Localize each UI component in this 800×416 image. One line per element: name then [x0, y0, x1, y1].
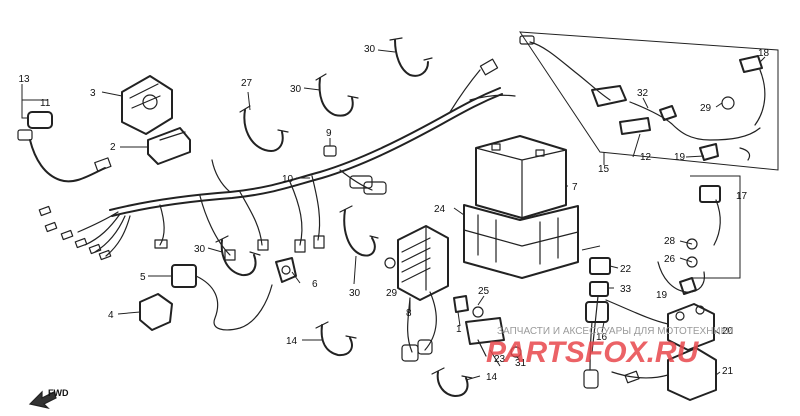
- callout-30-left: 30: [194, 244, 206, 255]
- clamp-30-upper: [315, 73, 359, 117]
- main-wire-harness: [38, 58, 516, 261]
- callout-5: 5: [140, 272, 146, 283]
- callout-7: 7: [572, 182, 578, 193]
- callout-27: 27: [241, 78, 253, 89]
- fwd-arrow-icon: [28, 390, 57, 410]
- left-subharness: [17, 111, 112, 183]
- callout-26: 26: [664, 254, 676, 265]
- callout-1: 1: [456, 324, 462, 335]
- part-31-bolt: [510, 346, 522, 358]
- part-6-cap: [275, 257, 297, 283]
- callout-33: 33: [620, 284, 632, 295]
- callout-2: 2: [110, 142, 116, 153]
- part-17-relay-cable: [686, 175, 741, 279]
- clamp-30-left: [215, 235, 261, 277]
- callout-8: 8: [406, 308, 412, 319]
- callout-labels: 13 11 3 2 30 30 27 9 10 30 30 5 4 6 29 8…: [18, 44, 769, 383]
- callout-25: 25: [478, 286, 490, 297]
- part-24-battery-box: [463, 204, 579, 279]
- watermark-logo: PARTSFOX.RU: [486, 336, 700, 369]
- callout-29-left: 29: [386, 288, 398, 299]
- clamp-30-mid: [339, 205, 379, 257]
- callout-30-top: 30: [364, 44, 376, 55]
- part-9-clip: [323, 145, 337, 157]
- part-33-fuse-holder: [583, 281, 609, 389]
- callout-10: 10: [282, 174, 294, 185]
- callout-18: 18: [758, 48, 770, 59]
- callout-12: 12: [640, 152, 652, 163]
- part-25-bolt: [472, 306, 484, 318]
- callout-13: 13: [18, 74, 30, 85]
- part-7-battery: [475, 135, 567, 219]
- part-1-grommet: [453, 295, 469, 313]
- callout-20: 20: [722, 326, 734, 337]
- callout-24: 24: [434, 204, 446, 215]
- part-8-regulator: [397, 225, 449, 362]
- part-2-unit: [147, 127, 191, 165]
- callout-14-bottom: 14: [486, 372, 498, 383]
- callout-30-mid: 30: [349, 288, 361, 299]
- part-29-nut: [384, 257, 396, 269]
- clamp-14-bottom: [431, 367, 473, 397]
- callout-4: 4: [108, 310, 114, 321]
- callout-31: 31: [515, 358, 527, 369]
- callout-19-top: 19: [674, 152, 686, 163]
- callout-32: 32: [637, 88, 649, 99]
- fwd-direction-indicator: FWD: [28, 388, 69, 410]
- callout-28: 28: [664, 236, 676, 247]
- part-20-starter-relay: [667, 303, 715, 351]
- callout-6: 6: [312, 279, 318, 290]
- part-21-relay-cover: [667, 347, 717, 401]
- leader-lines: [21, 49, 766, 381]
- callout-22: 22: [620, 264, 632, 275]
- part-5-relay: [171, 264, 273, 331]
- part-4-cover: [139, 293, 173, 331]
- part-23-bracket: [465, 317, 505, 357]
- callout-16: 16: [596, 332, 608, 343]
- clamp-27: [239, 105, 289, 152]
- callout-30-upper: 30: [290, 84, 302, 95]
- callout-15: 15: [598, 164, 610, 175]
- callout-17: 17: [736, 191, 748, 202]
- callout-21: 21: [722, 366, 734, 377]
- callout-19-mid: 19: [656, 290, 668, 301]
- part-3-unit: [121, 75, 173, 135]
- part-16-cable: [605, 299, 669, 384]
- callout-9: 9: [326, 128, 332, 139]
- clamp-30-top: [389, 37, 433, 77]
- callout-23: 23: [494, 354, 506, 365]
- watermark: ЗАПЧАСТИ И АКСЕССУАРЫ ДЛЯ МОТОТЕХНИКИ PA…: [486, 326, 734, 369]
- callout-29-right: 29: [700, 103, 712, 114]
- fwd-label: FWD: [48, 388, 69, 398]
- callout-14-left: 14: [286, 336, 298, 347]
- part-15-cable-group: [519, 31, 779, 171]
- part-19-cable: [657, 261, 705, 295]
- callout-11: 11: [40, 98, 51, 109]
- callout-3: 3: [90, 88, 96, 99]
- part-22-relay: [581, 245, 611, 275]
- watermark-caption: ЗАПЧАСТИ И АКСЕССУАРЫ ДЛЯ МОТОТЕХНИКИ: [497, 326, 734, 337]
- clamp-14-left: [315, 321, 357, 357]
